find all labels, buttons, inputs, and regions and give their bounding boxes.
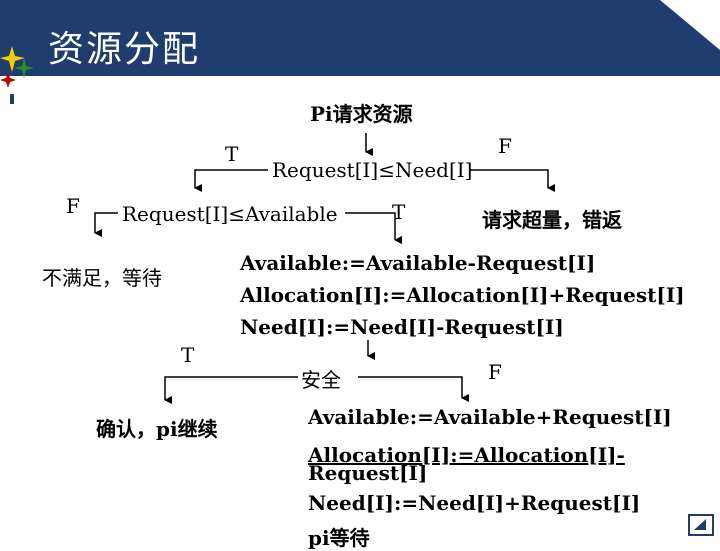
rollback-step: pi等待 bbox=[308, 526, 370, 550]
confirm-node: 确认，pi继续 bbox=[96, 417, 218, 441]
error-node: 请求超量，错返 bbox=[482, 208, 622, 232]
allocation-step: Allocation[I]:=Allocation[I]+Request[I] bbox=[240, 283, 685, 307]
condition1-false-label: F bbox=[498, 134, 512, 158]
rollback-step: Allocation[I]:=Allocation[I]- bbox=[308, 443, 625, 467]
safety-false-label: F bbox=[488, 360, 502, 384]
safety-node: 安全 bbox=[301, 368, 341, 392]
allocation-step: Available:=Available-Request[I] bbox=[240, 251, 596, 275]
star-decoration-icon bbox=[0, 46, 34, 104]
condition2-false-label: F bbox=[66, 194, 80, 218]
next-slide-icon[interactable] bbox=[688, 514, 714, 536]
title-bar bbox=[0, 0, 720, 76]
condition1-true-label: T bbox=[225, 142, 239, 166]
condition1-node: Request[I]≤Need[I] bbox=[272, 158, 473, 182]
condition2-true-label: T bbox=[392, 200, 406, 224]
condition2-node: Request[I]≤Available bbox=[122, 202, 338, 226]
rollback-step: Need[I]:=Need[I]+Request[I] bbox=[308, 491, 641, 515]
safety-true-label: T bbox=[181, 343, 195, 367]
rollback-step: Request[I] bbox=[308, 461, 428, 485]
allocation-step: Need[I]:=Need[I]-Request[I] bbox=[240, 315, 564, 339]
header-corner-decoration bbox=[660, 0, 720, 50]
start-node: Pi请求资源 bbox=[310, 102, 413, 126]
slide-title: 资源分配 bbox=[48, 29, 201, 70]
rollback-step: Available:=Available+Request[I] bbox=[308, 405, 672, 429]
wait-node: 不满足，等待 bbox=[42, 266, 162, 290]
